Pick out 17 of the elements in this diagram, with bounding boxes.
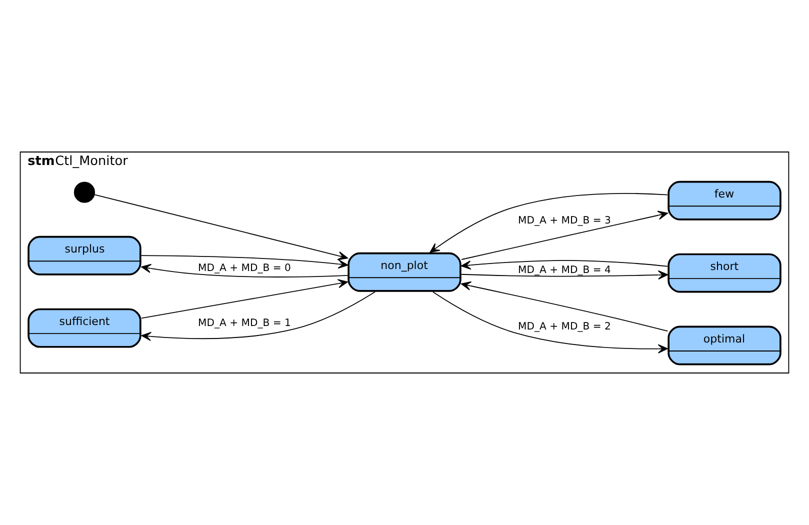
edge-label: MD_A + MD_B = 2 bbox=[518, 322, 611, 333]
edge-label: MD_A + MD_B = 4 bbox=[518, 264, 611, 276]
arrow bbox=[141, 291, 376, 341]
arrow bbox=[461, 210, 668, 260]
arrow bbox=[461, 270, 668, 280]
edge-label: MD_A + MD_B = 3 bbox=[518, 215, 611, 226]
arrow bbox=[460, 260, 668, 270]
edge-label: MD_A + MD_B = 0 bbox=[198, 263, 291, 274]
arrow bbox=[94, 194, 348, 260]
arrow bbox=[460, 281, 668, 332]
arrow bbox=[141, 279, 348, 319]
node-circle bbox=[74, 182, 96, 203]
arrow bbox=[141, 264, 348, 278]
arrow bbox=[430, 193, 668, 253]
arrow bbox=[140, 255, 348, 269]
edge-label: MD_A + MD_B = 1 bbox=[198, 318, 291, 330]
arrow bbox=[432, 292, 668, 354]
